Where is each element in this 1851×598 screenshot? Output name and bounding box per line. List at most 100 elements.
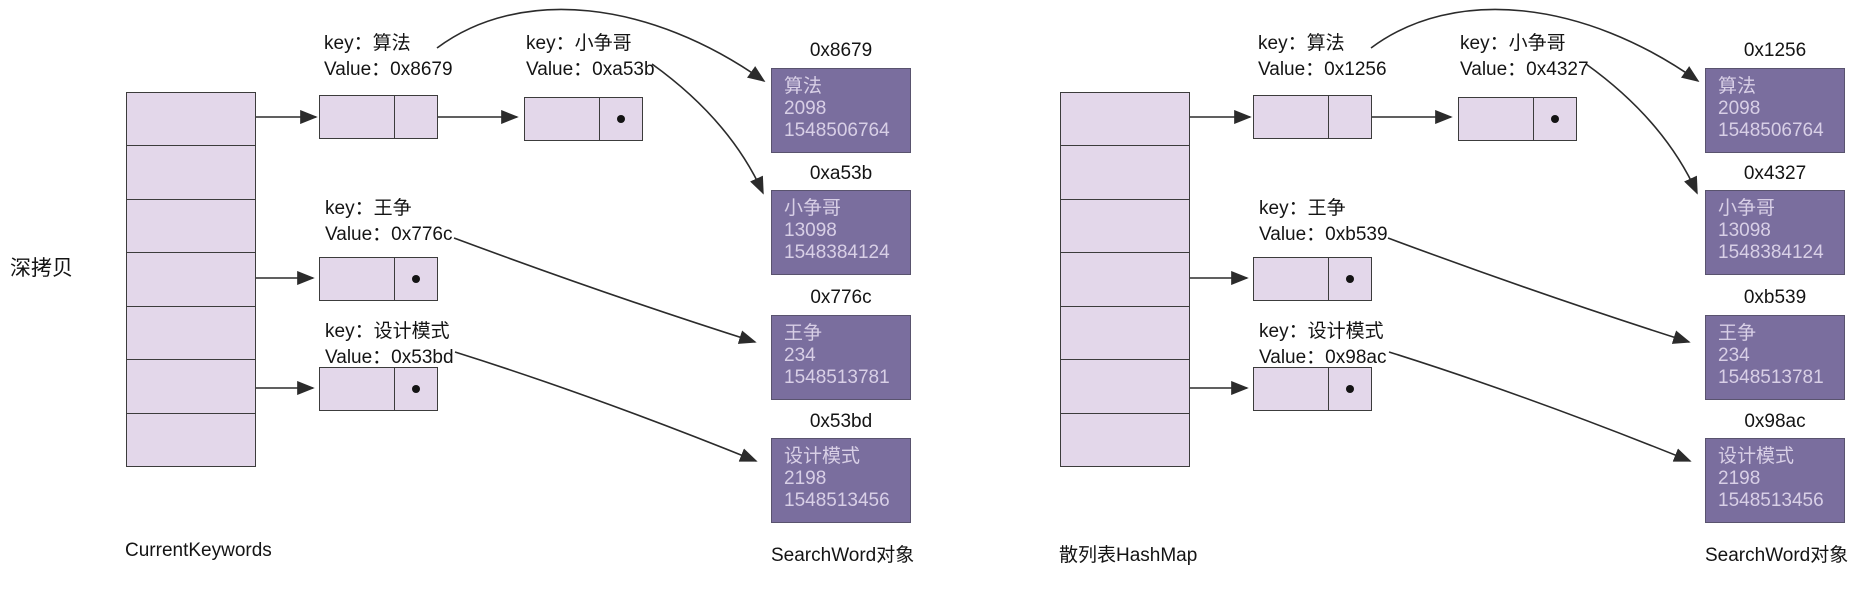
null-pointer-dot: [412, 385, 420, 393]
node-key-compartment: [320, 96, 395, 138]
list-node: [1253, 95, 1372, 139]
object-box: 小争哥 13098 1548384124: [771, 190, 911, 275]
object-address-label: 0x98ac: [1744, 411, 1806, 432]
node-key-compartment: [1254, 96, 1329, 138]
array-cell: [1061, 93, 1189, 147]
list-node: [319, 257, 438, 301]
array-cell: [127, 360, 255, 414]
object-box: 小争哥 13098 1548384124: [1705, 190, 1845, 275]
node-next-compartment: [395, 368, 437, 410]
curve-value3-to-object3: [453, 237, 757, 344]
list-node: [319, 367, 438, 411]
object-timestamp: 1548513781: [784, 367, 890, 388]
node-next-compartment: [600, 98, 642, 140]
entry-value-label: Value：0x1256: [1258, 59, 1387, 80]
null-pointer-dot: [1346, 275, 1354, 283]
object-timestamp: 1548384124: [784, 242, 890, 263]
entry-value-label: Value：0x776c: [325, 224, 453, 245]
array-cell: [127, 146, 255, 200]
list-node: [1253, 257, 1372, 301]
node-key-compartment: [1254, 368, 1329, 410]
entry-key-label: key：王争: [325, 198, 412, 219]
object-count: 2198: [1718, 468, 1761, 489]
entry-key-label: key：设计模式: [325, 321, 450, 342]
object-name: 算法: [784, 76, 823, 97]
object-address-label: 0xa53b: [809, 163, 873, 184]
object-box: 算法 2098 1548506764: [1705, 68, 1845, 153]
object-address-label: 0x53bd: [809, 411, 873, 432]
array-caption: CurrentKeywords: [125, 540, 272, 561]
list-node: [1458, 97, 1577, 141]
entry-label: key：算法 Value：0x8679: [324, 31, 453, 83]
null-pointer-dot: [617, 115, 625, 123]
null-pointer-dot: [412, 275, 420, 283]
array-cell: [1061, 200, 1189, 254]
node-next-compartment: [395, 258, 437, 300]
object-count: 234: [784, 345, 816, 366]
object-count: 2098: [784, 98, 827, 119]
object-address-label: 0x776c: [810, 287, 872, 308]
entry-key-label: key：王争: [1259, 198, 1346, 219]
node-key-compartment: [1254, 258, 1329, 300]
array-cell: [127, 307, 255, 361]
node-key-compartment: [525, 98, 600, 140]
curve-key1-to-object1: [436, 8, 766, 83]
object-timestamp: 1548513456: [1718, 490, 1824, 511]
object-count: 13098: [784, 220, 837, 241]
node-next-compartment: [1329, 368, 1371, 410]
object-timestamp: 1548513781: [1718, 367, 1824, 388]
object-count: 2098: [1718, 98, 1761, 119]
curve-value3-to-object3: [1387, 237, 1691, 344]
entry-value-label: Value：0xb539: [1259, 224, 1388, 245]
object-name: 算法: [1718, 76, 1757, 97]
bucket-array: [1060, 92, 1190, 467]
object-name: 小争哥: [784, 198, 842, 219]
array-cell: [127, 93, 255, 147]
side-label: 深拷贝: [10, 257, 73, 280]
list-node: [1253, 367, 1372, 411]
curve-value2-to-object2: [651, 63, 764, 195]
entry-label: key：王争 Value：0x776c: [325, 196, 452, 248]
object-address-label: 0xb539: [1743, 287, 1807, 308]
figure-currentkeywords: key：算法 Value：0x8679 key：小争哥 Value：0xa53b…: [0, 0, 917, 598]
entry-key-label: key：算法: [1258, 33, 1345, 54]
curve-value2-to-object2: [1585, 63, 1698, 195]
list-node: [319, 95, 438, 139]
node-next-compartment: [1329, 96, 1371, 138]
object-box: 王争 234 1548513781: [1705, 315, 1845, 400]
entry-label: key：算法 Value：0x1256: [1258, 31, 1387, 83]
array-caption: 散列表HashMap: [1059, 545, 1198, 566]
array-cell: [127, 200, 255, 254]
object-box: 算法 2098 1548506764: [771, 68, 911, 153]
object-count: 2198: [784, 468, 827, 489]
bucket-array: [126, 92, 256, 467]
null-pointer-dot: [1551, 115, 1559, 123]
object-timestamp: 1548384124: [1718, 242, 1824, 263]
object-name: 王争: [1718, 323, 1757, 344]
object-name: 设计模式: [784, 446, 861, 467]
object-box: 设计模式 2198 1548513456: [771, 438, 911, 523]
object-timestamp: 1548506764: [784, 120, 890, 141]
entry-key-label: key：算法: [324, 33, 411, 54]
object-name: 王争: [784, 323, 823, 344]
object-address-label: 0x1256: [1743, 40, 1807, 61]
array-cell: [1061, 307, 1189, 361]
array-cell: [1061, 414, 1189, 466]
entry-key-label: key：设计模式: [1259, 321, 1384, 342]
entry-value-label: Value：0x4327: [1460, 59, 1589, 80]
object-count: 13098: [1718, 220, 1771, 241]
curve-value4-to-object4: [1388, 351, 1692, 462]
object-box: 王争 234 1548513781: [771, 315, 911, 400]
entry-label: key：王争 Value：0xb539: [1259, 196, 1388, 248]
entry-key-label: key：小争哥: [1460, 33, 1566, 54]
array-cell: [1061, 146, 1189, 200]
arrows-layer: [222, 8, 766, 462]
object-address-label: 0x8679: [809, 40, 873, 61]
objects-caption: SearchWord对象: [771, 545, 915, 566]
curve-value4-to-object4: [454, 351, 758, 462]
node-next-compartment: [1329, 258, 1371, 300]
node-next-compartment: [1534, 98, 1576, 140]
object-box: 设计模式 2198 1548513456: [1705, 438, 1845, 523]
figure-hashmap: key：算法 Value：0x1256 key：小争哥 Value：0x4327…: [934, 0, 1851, 598]
